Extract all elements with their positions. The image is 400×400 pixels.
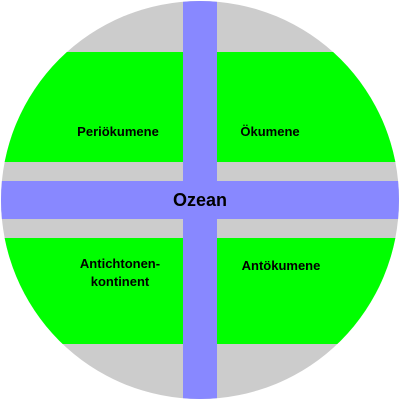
label-antichtonen-line2: kontinent (91, 274, 150, 289)
label-antichtonen-line1: Antichtonen- (80, 256, 160, 271)
label-antokumene: Antökumene (242, 258, 321, 273)
label-okumene: Ökumene (240, 124, 299, 139)
label-ozean: Ozean (173, 190, 227, 210)
label-periokumene: Periökumene (77, 124, 159, 139)
ocean-band-vertical (183, 1, 217, 399)
